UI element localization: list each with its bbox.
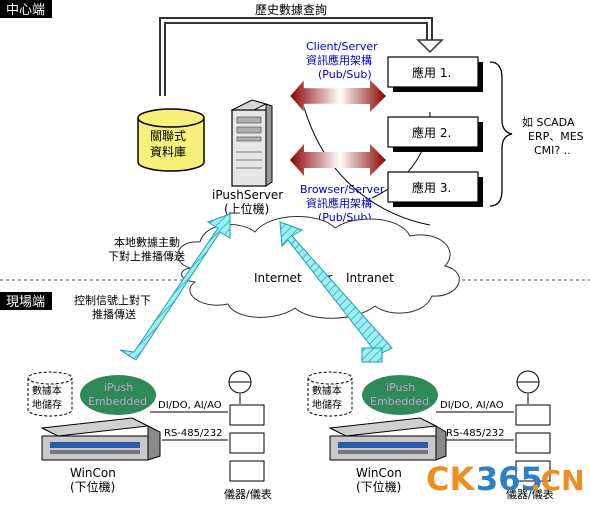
wincon-right-role: (下位機) — [356, 479, 401, 494]
wincon-device-right — [328, 417, 447, 461]
push-up-arrow-right-tail — [361, 347, 383, 363]
client-server-label-1: Client/Server — [306, 40, 378, 53]
wincon-right-name: WinCon — [356, 466, 402, 480]
app-label-1: 應用 1. — [412, 65, 451, 80]
dio-label-right: DI/DO, AI/AO — [440, 400, 504, 411]
app-box-3 — [387, 171, 483, 207]
server-role: (上位機) — [224, 201, 269, 216]
ipush-right-2: Embedded — [370, 395, 429, 408]
instrument-gauge-left — [228, 370, 252, 404]
center-zone-tab — [0, 0, 52, 18]
connector-curve-1 — [299, 91, 431, 226]
client-server-arrow — [289, 79, 386, 113]
history-query-label: 歷史數據查詢 — [255, 2, 327, 17]
push-up-arrow-left — [119, 213, 231, 361]
watermark-cn: .CN — [530, 464, 585, 497]
instrument-box-left-1 — [229, 404, 265, 426]
instrument-box-right-2 — [515, 432, 551, 454]
storage-right-2: 地儲存 — [312, 398, 342, 411]
wincon-left-role: (下位機) — [70, 479, 115, 494]
wincon-device-left — [40, 417, 161, 461]
storage-cylinder-right — [307, 371, 353, 417]
ipush-embedded-right — [362, 375, 438, 415]
app-examples-1: 如 SCADA — [522, 115, 575, 129]
storage-right-1: 數據本 — [312, 384, 342, 397]
field-zone-label: 現場端 — [6, 295, 45, 310]
history-query-arrowhead — [416, 39, 444, 54]
ipush-left-1: iPush — [104, 381, 133, 394]
storage-left-1: 數據本 — [32, 384, 62, 397]
instrument-box-left-2 — [229, 432, 265, 454]
relational-database — [137, 108, 205, 172]
rs-label-right: RS-485/232 — [446, 428, 504, 439]
watermark-num: 365 — [476, 460, 543, 498]
instrument-box-right-3 — [515, 460, 551, 482]
push-up-label-1: 本地數據主動 — [114, 235, 180, 249]
dio-label-left: DI/DO, AI/AO — [158, 400, 222, 411]
app-brace — [489, 61, 513, 207]
ipush-embedded-left — [80, 375, 156, 415]
database-label-1: 關聯式 — [150, 129, 186, 143]
client-server-label-3: (Pub/Sub) — [318, 68, 372, 81]
server-icon — [230, 99, 273, 187]
app-label-2: 應用 2. — [412, 125, 451, 140]
instrument-box-left-3 — [229, 460, 265, 482]
instrument-gauge-right — [516, 370, 540, 404]
browser-server-arrow — [290, 144, 386, 176]
push-up-arrow-right — [279, 221, 393, 356]
instruments-left: 儀器/儀表 — [224, 487, 272, 501]
storage-cylinder-left — [27, 371, 73, 417]
history-query-arrow — [159, 17, 433, 96]
network-intranet: Intranet — [346, 271, 394, 285]
center-zone-label: 中心端 — [6, 3, 45, 18]
app-examples-2: ERP、MES — [528, 130, 584, 143]
app-box-1 — [387, 56, 483, 92]
control-down-label-1: 控制信號上對下 — [74, 293, 151, 307]
push-up-label-2: 下對上推播傳送 — [108, 249, 185, 263]
instrument-box-right-1 — [515, 404, 551, 426]
instruments-right: 儀器/儀表 — [506, 487, 554, 501]
ipush-left-2: Embedded — [88, 395, 147, 408]
storage-left-2: 地儲存 — [32, 398, 62, 411]
app-examples-3: CMI? .. — [534, 144, 571, 157]
server-name: iPushServer — [212, 188, 283, 202]
network-internet: Internet — [254, 271, 302, 285]
rs-label-left: RS-485/232 — [164, 428, 222, 439]
watermark-logo: CK 365 .CN — [426, 460, 585, 498]
field-zone-tab — [0, 292, 52, 310]
app-box-2 — [387, 116, 483, 152]
browser-server-label-1: Browser/Server — [300, 183, 385, 196]
history-query-arrow-inner — [164, 22, 428, 96]
ipush-right-1: iPush — [386, 381, 415, 394]
app-label-3: 應用 3. — [412, 180, 451, 195]
client-server-label-2: 資訊應用架構 — [306, 53, 372, 67]
browser-server-label-2: 資訊應用架構 — [306, 196, 372, 210]
watermark-ck: CK — [426, 460, 475, 498]
wincon-left-name: WinCon — [70, 466, 116, 480]
control-down-label-2: 推播傳送 — [92, 307, 136, 321]
database-label-2: 資料庫 — [150, 145, 186, 159]
